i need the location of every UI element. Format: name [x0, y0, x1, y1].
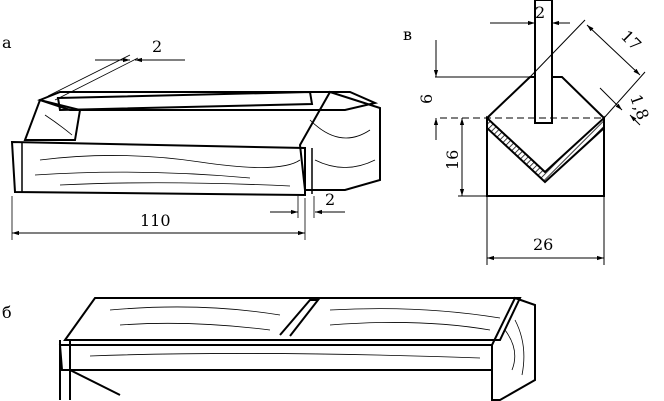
dim-width-label: 26 [533, 235, 553, 254]
dim-side-label: 2 [325, 190, 335, 209]
dim-top-label: 2 [152, 37, 162, 56]
front-board [58, 344, 493, 371]
panel-v-label: в [403, 25, 412, 44]
dim-depth-label: 16 [443, 150, 462, 170]
dim-length-label: 110 [140, 211, 171, 230]
top-bar [56, 90, 314, 112]
middle-partition [279, 299, 321, 337]
dim-bar-width-label: 2 [535, 3, 545, 22]
divider-bar [534, 0, 553, 124]
left-end-board [23, 98, 82, 141]
dim-diagonal-label: 17 [617, 26, 645, 54]
dim-thickness-label: 1,8 [626, 92, 653, 122]
front-board [10, 140, 306, 197]
back-board [63, 297, 522, 341]
left-end-board [59, 340, 121, 400]
panel-a-trough-perspective: а 2 110 2 [2, 33, 381, 240]
dim-top-height-label: 6 [417, 94, 436, 104]
panel-b-label: б [2, 303, 12, 322]
panel-b-long-trough: б [2, 296, 536, 401]
right-end-board [491, 296, 536, 401]
panel-a-label: а [2, 33, 12, 52]
panel-v-cross-section: в 6 16 26 2 17 1,8 [403, 0, 653, 265]
